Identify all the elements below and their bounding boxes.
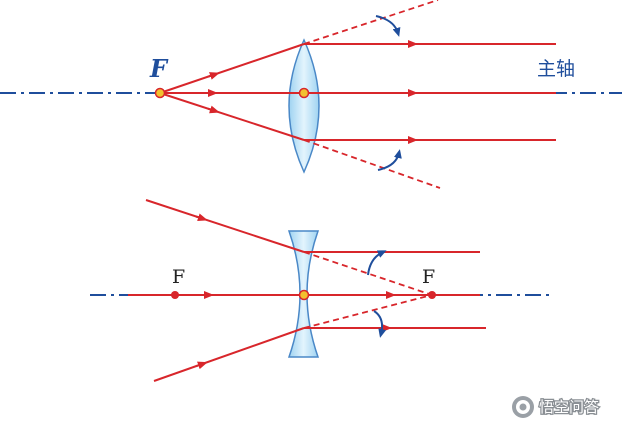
convex-lens	[288, 38, 320, 174]
convex-lens-diagram: F 主轴	[0, 0, 622, 189]
watermark: 悟空问答	[512, 396, 600, 418]
deviation-arrow-lower	[377, 149, 402, 171]
focus-label-left: F	[172, 266, 185, 288]
ray-arrow	[207, 105, 220, 114]
ray-upper-extension	[303, 0, 439, 45]
deviation-arrow-upper	[367, 250, 387, 276]
watermark-text: 悟空问答	[539, 398, 599, 416]
ray-upper-incident	[159, 43, 305, 94]
ray-lower-incident	[153, 327, 305, 382]
focus-label-top: F	[149, 54, 169, 83]
deviation-arrow-lower	[373, 310, 387, 338]
focus-label-right: F	[422, 266, 435, 288]
optical-center-top	[298, 87, 310, 99]
ray-lower-incident	[159, 92, 305, 141]
ray-arrow	[195, 213, 208, 222]
ray-lower-extension	[303, 294, 433, 329]
ray-upper-extension	[303, 251, 433, 296]
ray-upper-incident	[145, 199, 305, 253]
concave-lens-diagram: F F	[90, 199, 552, 382]
chat-bubble-icon	[512, 396, 534, 418]
focus-point-top	[154, 87, 166, 99]
optical-center-bottom	[298, 289, 310, 301]
principal-axis-label: 主轴	[537, 58, 575, 80]
ray-lower-extension	[303, 139, 441, 189]
ray-arrow	[195, 361, 208, 370]
focus-point-left	[171, 291, 179, 299]
deviation-arrow-upper	[375, 15, 401, 37]
focus-point-right	[428, 291, 436, 299]
ray-arrow	[207, 72, 220, 80]
